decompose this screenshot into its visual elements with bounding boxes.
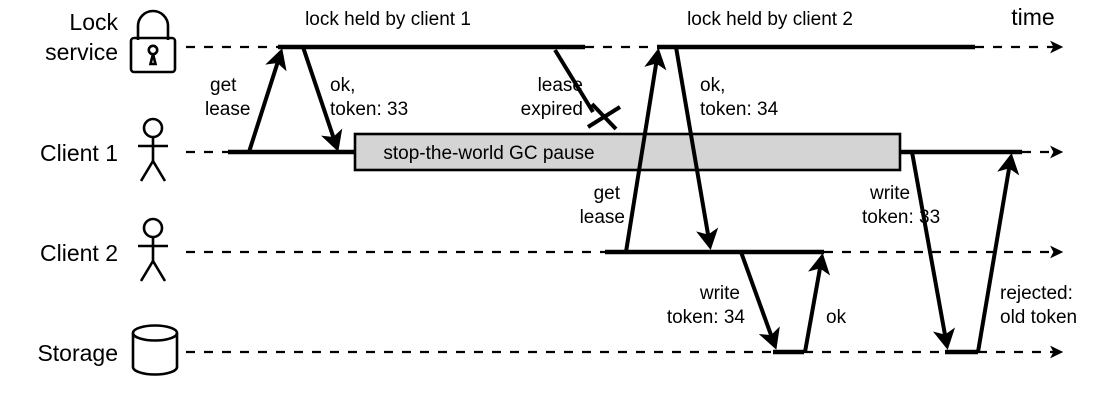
stick-figure-icon-client-2 — [138, 217, 168, 282]
msg-label-ok-token-33: ok, token: 33 — [330, 75, 408, 120]
msg-label-lease-expired-line2: expired — [521, 99, 583, 120]
msg-label-write-token-34: write token: 34 — [667, 283, 746, 328]
lane-label-lock-service-line2: service — [45, 39, 118, 65]
database-cylinder-icon — [131, 324, 179, 376]
arrow-ok-storage — [803, 253, 831, 353]
msg-label-get-lease-client-2-line2: lease — [580, 207, 625, 228]
arrow-write-token-34 — [739, 251, 780, 350]
arrow-get-lease-client-1 — [247, 48, 287, 153]
phase-label-lock-held-client-2: lock held by client 2 — [687, 9, 853, 30]
padlock-icon — [129, 9, 177, 74]
lane-label-lock-service-line1: Lock — [69, 9, 118, 35]
msg-label-get-lease-client-1: get lease — [205, 75, 250, 120]
stick-figure-icon-client-1 — [138, 117, 168, 182]
msg-label-write-token-33-line1: write — [869, 183, 910, 204]
time-axis-label: time — [1011, 4, 1054, 30]
msg-label-write-token-33: write token: 33 — [862, 183, 940, 228]
lease-expired-blocked-cross-icon — [586, 102, 622, 131]
msg-label-get-lease-client-2: get lease — [580, 183, 625, 228]
msg-label-lease-expired: lease expired — [521, 75, 583, 120]
arrow-rejected-old-token — [976, 153, 1020, 353]
msg-label-write-token-33-line2: token: 33 — [862, 207, 940, 228]
msg-label-rejected-old-token-line2: old token — [1000, 307, 1077, 328]
arrow-get-lease-client-2 — [624, 48, 667, 253]
msg-label-get-lease-client-2-line1: get — [594, 183, 621, 204]
msg-label-write-token-34-line2: token: 34 — [667, 307, 746, 328]
lane-label-storage: Storage — [37, 340, 118, 366]
lane-label-client-2: Client 2 — [40, 240, 118, 266]
msg-label-rejected-old-token: rejected: old token — [1000, 283, 1077, 328]
msg-label-ok-token-33-line2: token: 33 — [330, 99, 408, 120]
arrow-ok-token-34 — [674, 46, 719, 250]
phase-label-lock-held-client-1: lock held by client 1 — [305, 9, 471, 30]
msg-label-write-token-34-line1: write — [699, 283, 740, 304]
lane-label-lock-service: Lock service — [45, 9, 118, 65]
msg-label-ok-storage: ok — [826, 307, 847, 328]
msg-label-lease-expired-line1: lease — [538, 75, 583, 96]
gc-pause-bar — [353, 132, 902, 172]
msg-label-get-lease-client-1-line2: lease — [205, 99, 250, 120]
gc-pause-label: stop-the-world GC pause — [383, 143, 594, 164]
arrow-write-token-33 — [910, 151, 956, 350]
arrow-ok-token-33 — [301, 46, 343, 152]
lane-label-client-1: Client 1 — [40, 140, 118, 166]
msg-label-rejected-old-token-line1: rejected: — [1000, 283, 1073, 304]
msg-label-ok-token-34-line2: token: 34 — [700, 99, 779, 120]
msg-label-ok-token-33-line1: ok, — [330, 75, 355, 96]
arrow-lease-expired — [553, 48, 595, 114]
msg-label-ok-token-34-line1: ok, — [700, 75, 725, 96]
msg-label-ok-token-34: ok, token: 34 — [700, 75, 779, 120]
msg-label-get-lease-client-1-line1: get — [210, 75, 237, 96]
